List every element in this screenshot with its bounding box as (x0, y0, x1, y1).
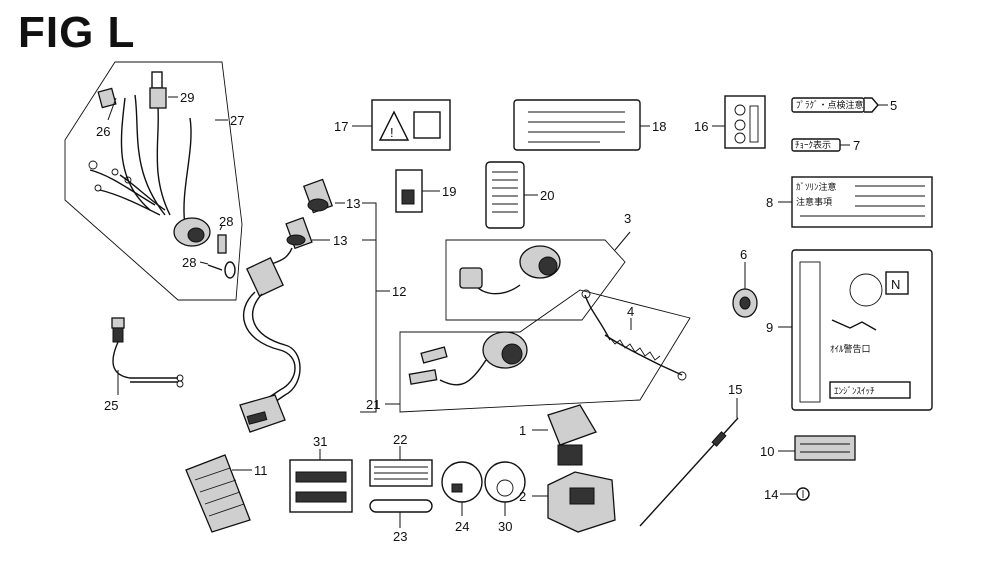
relay-1 (547, 404, 597, 466)
label-9: N ｵｲﾙ警告口 ｴﾝｼﾞﾝｽｲｯﾁ (791, 249, 933, 411)
callout-17: 17 (334, 119, 348, 134)
label-5: ﾌﾟﾗｸﾞ・点検注意 (791, 97, 879, 113)
sub-harness-part (239, 178, 334, 433)
callout-13b: 13 (333, 233, 347, 248)
callout-6: 6 (740, 247, 747, 262)
label-10 (794, 435, 856, 461)
callout-30: 30 (498, 519, 512, 534)
callout-31: 31 (313, 434, 327, 449)
callout-numbers: 1 2 3 4 5 6 7 8 9 10 11 12 13 13 14 15 1… (96, 90, 897, 544)
label-31 (289, 459, 353, 513)
callout-22: 22 (393, 432, 407, 447)
callout-23: 23 (393, 529, 407, 544)
callout-20: 20 (540, 188, 554, 203)
callout-13a: 13 (346, 196, 360, 211)
label-8-text-2: 注意事項 (796, 196, 832, 208)
label-8-text-1: ｶﾞｿﾘﾝ注意 (796, 181, 837, 193)
label-18 (513, 99, 641, 151)
figure-title: FIG L (18, 8, 136, 57)
callout-27: 27 (230, 113, 244, 128)
callout-3: 3 (624, 211, 631, 226)
callout-1: 1 (519, 423, 526, 438)
label-16 (724, 95, 766, 149)
wire-harness-group (64, 61, 243, 301)
label-5-text: ﾌﾟﾗｸﾞ・点検注意 (796, 99, 864, 111)
lead-wire-part (111, 317, 184, 388)
callout-10: 10 (760, 444, 774, 459)
callout-21: 21 (366, 397, 380, 412)
callout-26: 26 (96, 124, 110, 139)
callout-28a: 28 (219, 214, 233, 229)
box-2 (547, 471, 616, 533)
callout-15: 15 (728, 382, 742, 397)
callout-9: 9 (766, 320, 773, 335)
callout-4: 4 (627, 304, 634, 319)
grommet-6 (732, 288, 758, 318)
warning-label-17: ! (371, 99, 451, 151)
callout-25: 25 (104, 398, 118, 413)
label-8: ｶﾞｿﾘﾝ注意 注意事項 (791, 176, 933, 228)
callout-12: 12 (392, 284, 406, 299)
callout-18: 18 (652, 119, 666, 134)
callout-7: 7 (853, 138, 860, 153)
coil-assembly-group (399, 289, 691, 413)
ignition-coil-group (445, 239, 626, 321)
callout-19: 19 (442, 184, 456, 199)
label-9-mark: N (891, 277, 900, 292)
label-7: ﾁｮｰｸ表示 (791, 138, 841, 152)
callout-14: 14 (764, 487, 778, 502)
part-11 (185, 454, 251, 533)
label-9-text-1: ｵｲﾙ警告口 (830, 343, 871, 355)
svg-text:!: ! (390, 125, 394, 140)
callout-5: 5 (890, 98, 897, 113)
label-9-text-2: ｴﾝｼﾞﾝｽｲｯﾁ (834, 386, 875, 397)
callout-8: 8 (766, 195, 773, 210)
callout-2: 2 (519, 489, 526, 504)
label-20 (485, 161, 525, 229)
callout-29: 29 (180, 90, 194, 105)
screw-14 (796, 487, 810, 501)
label-19 (395, 169, 423, 213)
callout-28b: 28 (182, 255, 196, 270)
dipstick-15 (639, 417, 739, 527)
label-23 (369, 499, 433, 513)
callout-11: 11 (254, 463, 268, 478)
label-24 (441, 461, 483, 503)
label-7-text: ﾁｮｰｸ表示 (795, 139, 831, 151)
label-22 (369, 459, 433, 487)
leader-lines (107, 96, 888, 528)
callout-16: 16 (694, 119, 708, 134)
callout-24: 24 (455, 519, 469, 534)
